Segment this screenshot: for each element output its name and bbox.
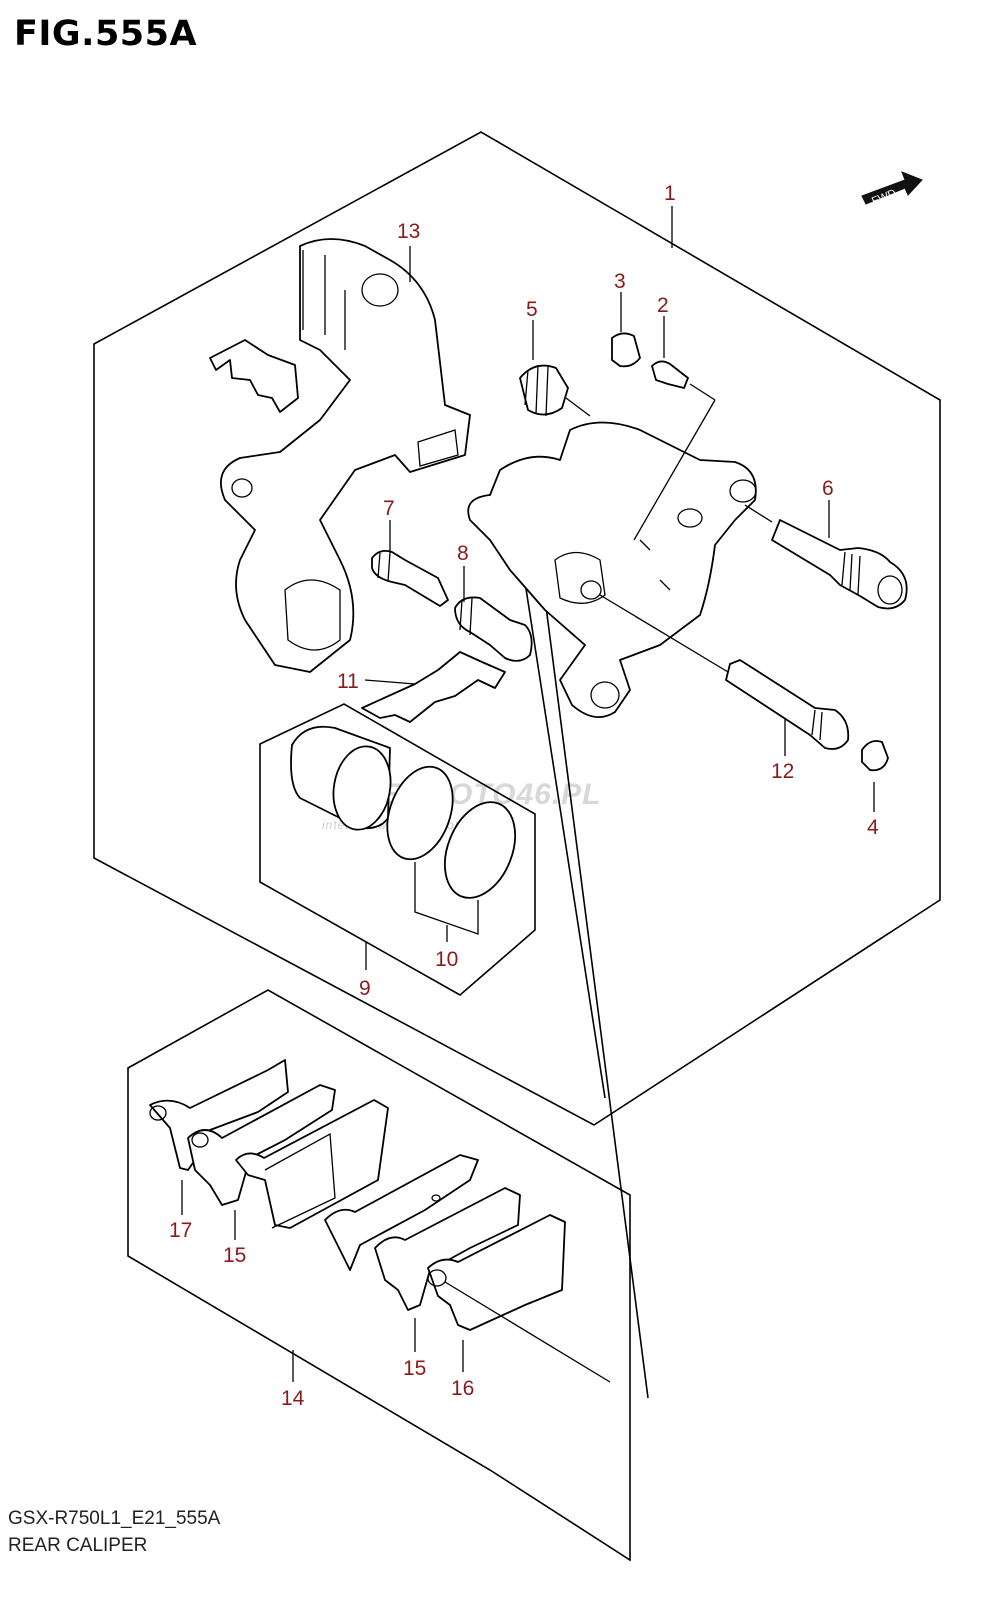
pad-set-outline (127, 989, 631, 1562)
brake-pad-left (235, 1099, 389, 1229)
leader-lines (181, 206, 875, 1382)
callout-13: 13 (397, 220, 420, 243)
callout-3: 3 (614, 270, 626, 293)
pad-spring (361, 651, 506, 723)
piston (290, 725, 392, 831)
bleeder-valve (633, 360, 716, 541)
slide-pin-upper (744, 504, 908, 610)
callout-11: 11 (337, 670, 359, 693)
pin-bolt (371, 549, 449, 607)
pad-clip (209, 339, 299, 413)
callout-10: 10 (435, 948, 458, 971)
pad-shim-inner-right (374, 1187, 521, 1311)
pad-shim-outer-right (427, 1214, 611, 1383)
pointer-line-a (519, 549, 606, 1099)
callout-8: 8 (457, 542, 469, 565)
dust-seal (444, 801, 516, 899)
callout-14: 14 (281, 1387, 305, 1410)
pointer-line-b (539, 559, 649, 1399)
slide-pin-long (599, 594, 850, 750)
figure-title: FIG.555A (14, 14, 198, 54)
callout-7: 7 (383, 497, 395, 520)
caliper-body (467, 421, 757, 719)
callout-4: 4 (867, 816, 879, 839)
slide-pin-lower (454, 596, 533, 662)
callout-16: 16 (451, 1377, 474, 1400)
part-name: REAR CALIPER (8, 1535, 148, 1556)
piston-kit-outline (259, 703, 536, 996)
pin-boot (519, 364, 591, 417)
caliper-assembly-outline (93, 131, 941, 1126)
bleeder-cap (611, 332, 641, 368)
piston-seal (386, 765, 454, 861)
pad-shim-inner-left (187, 1084, 336, 1206)
caliper-bracket (220, 238, 471, 673)
callout-12: 12 (771, 760, 794, 783)
fwd-arrow-icon: FWD (861, 171, 923, 208)
callout-1: 1 (664, 182, 676, 205)
pad-shim-outer-left (149, 1059, 289, 1171)
callout-5: 5 (526, 298, 538, 321)
brake-pad-right (324, 1154, 479, 1271)
model-code: GSX-R750L1_E21_555A (8, 1508, 221, 1529)
pin-cap (861, 740, 889, 772)
callout-15a: 15 (223, 1244, 246, 1267)
callout-2: 2 (657, 294, 669, 317)
callout-9: 9 (359, 977, 371, 1000)
callout-15b: 15 (403, 1357, 426, 1380)
fwd-label: FWD (870, 187, 898, 208)
callout-labels: 1 2 3 4 5 6 7 8 9 10 11 12 13 14 15 15 1… (169, 182, 879, 1410)
callout-6: 6 (822, 477, 834, 500)
callout-17: 17 (169, 1219, 192, 1242)
